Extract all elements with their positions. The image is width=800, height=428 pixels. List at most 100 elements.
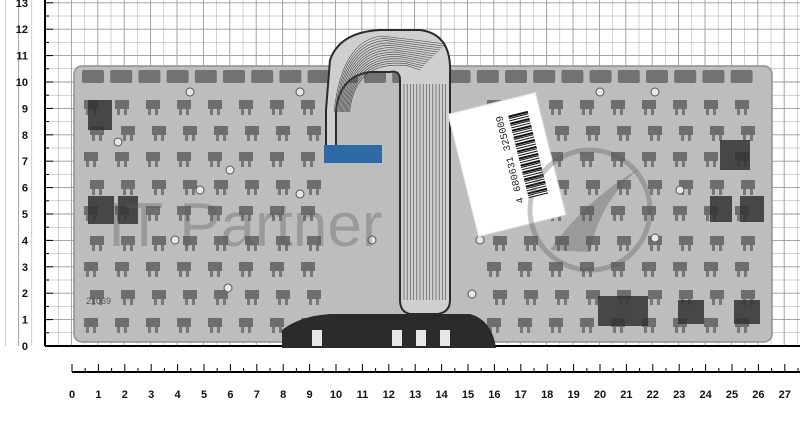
- key-clip-leg: [279, 271, 282, 277]
- key-clip-leg: [495, 299, 498, 305]
- key-clip: [121, 290, 135, 299]
- key-clip-leg: [285, 299, 288, 305]
- key-clip-leg: [210, 109, 213, 115]
- key-clip-leg: [241, 215, 244, 221]
- x-tick-label: 25: [726, 389, 738, 401]
- key-clip-leg: [675, 327, 678, 333]
- key-clip-leg: [93, 271, 96, 277]
- key-clip-leg: [161, 245, 164, 251]
- cable-trace: [334, 37, 445, 113]
- key-clip-leg: [651, 161, 654, 167]
- barcode-bar: [524, 176, 545, 182]
- key-clip-leg: [92, 299, 95, 305]
- key-clip-leg: [588, 189, 591, 195]
- x-tick-label: 18: [541, 389, 553, 401]
- key-clip-leg: [644, 327, 647, 333]
- x-tick-label: 4: [175, 389, 182, 401]
- key-clip-leg: [706, 271, 709, 277]
- key-clip: [214, 236, 228, 245]
- key-clip-leg: [92, 135, 95, 141]
- key-clip: [704, 318, 718, 327]
- key-clip-leg: [719, 245, 722, 251]
- screw-hole: [223, 283, 233, 293]
- key-clip-leg: [309, 189, 312, 195]
- key-clip: [586, 126, 600, 135]
- key-clip: [493, 236, 507, 245]
- key-clip: [580, 318, 594, 327]
- key-clip-leg: [148, 327, 151, 333]
- key-clip-leg: [210, 271, 213, 277]
- key-clip-leg: [557, 245, 560, 251]
- key-clip-leg: [186, 161, 189, 167]
- key-clip: [177, 206, 191, 215]
- barcode-bar: [510, 120, 531, 127]
- key-clip-leg: [185, 135, 188, 141]
- key-clip: [183, 236, 197, 245]
- key-clip: [245, 236, 259, 245]
- key-clip-leg: [495, 245, 498, 251]
- key-clip-leg: [620, 161, 623, 167]
- key-clip-leg: [278, 299, 281, 305]
- key-clip: [735, 100, 749, 109]
- key-clip: [301, 206, 315, 215]
- key-clip-leg: [123, 135, 126, 141]
- key-clip: [586, 180, 600, 189]
- key-clip: [146, 100, 160, 109]
- key-clip-leg: [595, 299, 598, 305]
- key-clip: [214, 126, 228, 135]
- key-clip-leg: [117, 327, 120, 333]
- key-clip-leg: [86, 109, 89, 115]
- key-clip-leg: [217, 161, 220, 167]
- y-tick-label: 12: [16, 24, 28, 36]
- key-clip-leg: [99, 299, 102, 305]
- key-clip-leg: [526, 245, 529, 251]
- key-clip-leg: [651, 271, 654, 277]
- x-tick-label: 27: [779, 389, 791, 401]
- key-clip-leg: [713, 327, 716, 333]
- key-clip-leg: [154, 189, 157, 195]
- key-clip-leg: [595, 189, 598, 195]
- key-clip-leg: [179, 161, 182, 167]
- key-clip-leg: [682, 109, 685, 115]
- key-clip: [617, 180, 631, 189]
- key-clip-leg: [688, 135, 691, 141]
- key-clip-leg: [223, 135, 226, 141]
- key-frame-cutout: [720, 140, 750, 170]
- key-clip-leg: [564, 135, 567, 141]
- x-tick-label: 9: [307, 389, 313, 401]
- key-clip: [208, 262, 222, 271]
- key-clip-leg: [551, 271, 554, 277]
- barcode-bar: [519, 157, 540, 164]
- key-clip-leg: [316, 245, 319, 251]
- key-clip-leg: [279, 161, 282, 167]
- key-frame-cutout: [598, 296, 648, 326]
- x-tick-label: 20: [594, 389, 606, 401]
- key-clip-leg: [558, 215, 561, 221]
- cable-trace: [349, 64, 421, 113]
- key-clip: [90, 236, 104, 245]
- key-clip-leg: [502, 245, 505, 251]
- barcode-bar: [522, 169, 543, 175]
- x-tick-label: 2: [122, 389, 128, 401]
- screw-hole: [113, 137, 123, 147]
- key-clip: [121, 126, 135, 135]
- key-clip-leg: [254, 135, 257, 141]
- key-clip-leg: [595, 245, 598, 251]
- y-tick-label: 8: [22, 130, 28, 142]
- key-clip-leg: [86, 271, 89, 277]
- key-clip-leg: [620, 215, 623, 221]
- x-tick-label: 13: [409, 389, 421, 401]
- key-clip: [146, 206, 160, 215]
- key-clip-leg: [644, 109, 647, 115]
- key-clip-leg: [309, 299, 312, 305]
- key-clip: [301, 152, 315, 161]
- barcode-bar: [515, 138, 536, 146]
- key-clip: [146, 262, 160, 271]
- y-tick-label: 9: [22, 103, 28, 115]
- key-clip: [115, 100, 129, 109]
- x-tick-label: 8: [280, 389, 286, 401]
- screw-hole: [650, 87, 660, 97]
- key-clip: [183, 126, 197, 135]
- key-clip: [549, 100, 563, 109]
